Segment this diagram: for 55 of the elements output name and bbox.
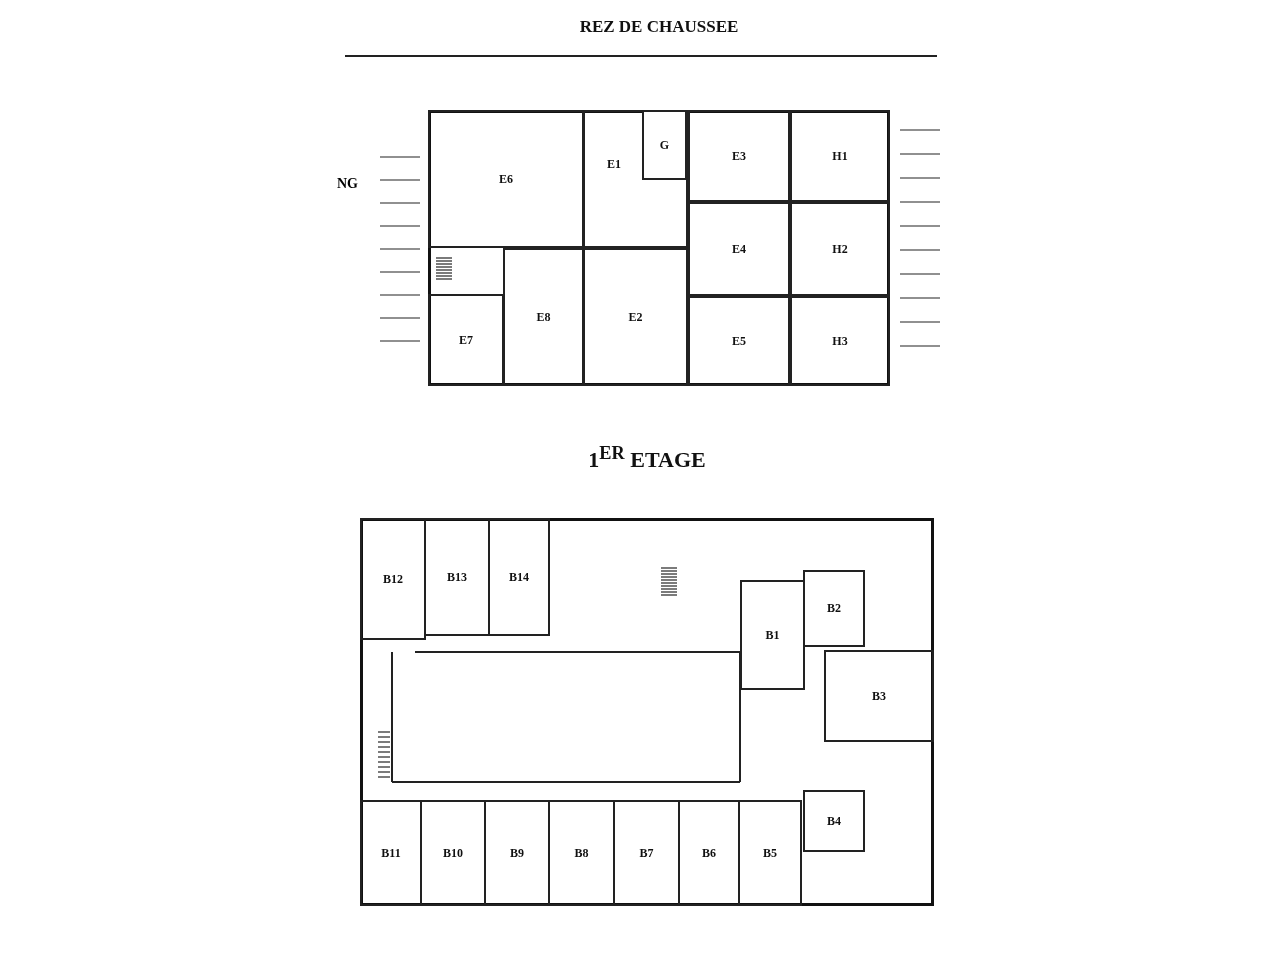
- room-label: G: [659, 137, 670, 153]
- room-outline: [420, 800, 486, 906]
- room-outline: [803, 790, 865, 852]
- room-label: B2: [827, 601, 841, 616]
- parking-label: NG: [337, 176, 358, 192]
- room-label: E6: [499, 171, 513, 187]
- room-label: H2: [832, 241, 848, 257]
- room-label: B7: [639, 845, 654, 861]
- floor-heading: REZ DE CHAUSSEE: [578, 17, 740, 37]
- room-label: B11: [381, 845, 401, 861]
- floor-heading: 1$^{ER}$ ETAGE: [587, 443, 707, 474]
- room-outline: [740, 580, 805, 690]
- room-outline: [583, 110, 688, 248]
- room-label: E7: [459, 332, 473, 348]
- room-label: E3: [732, 148, 746, 164]
- room-outline: [688, 202, 790, 296]
- room-label: B9: [510, 845, 524, 861]
- room-outline: [688, 110, 790, 202]
- room-label: E5: [732, 333, 746, 349]
- room-outline: [484, 800, 550, 906]
- room-label: B10: [443, 845, 463, 861]
- room-outline: [360, 800, 422, 906]
- room-outline: [428, 110, 584, 248]
- room-outline: [824, 650, 934, 742]
- room-outline: [803, 570, 865, 647]
- room-label: B14: [509, 569, 529, 585]
- room-outline: [488, 518, 550, 636]
- room-label: E2: [628, 309, 643, 325]
- room-outline: [688, 296, 790, 386]
- room-outline: [790, 110, 890, 202]
- room-outline: [583, 248, 688, 386]
- room-label: B5: [763, 845, 777, 861]
- room-label: B13: [447, 569, 467, 585]
- room-label: B4: [827, 813, 841, 829]
- room-outline: [428, 294, 504, 386]
- room-outline: [642, 110, 687, 180]
- room-outline: [738, 800, 802, 906]
- room-outline: [548, 800, 615, 906]
- room-outline: [790, 202, 890, 296]
- room-label: E4: [732, 241, 746, 257]
- room-label: B1: [765, 627, 780, 643]
- room-label: B12: [383, 571, 403, 587]
- room-label: H3: [832, 333, 848, 349]
- room-label: E1: [607, 157, 621, 172]
- room-outline: [424, 518, 490, 636]
- room-outline: [503, 248, 584, 386]
- room-label: E8: [536, 309, 551, 325]
- room-label: H1: [832, 148, 848, 164]
- room-outline: [790, 296, 890, 386]
- room-outline: [360, 518, 426, 640]
- room-outline: [613, 800, 680, 906]
- room-label: B8: [574, 845, 589, 861]
- room-label: B6: [702, 845, 716, 861]
- room-label: B3: [872, 688, 886, 704]
- room-outline: [678, 800, 740, 906]
